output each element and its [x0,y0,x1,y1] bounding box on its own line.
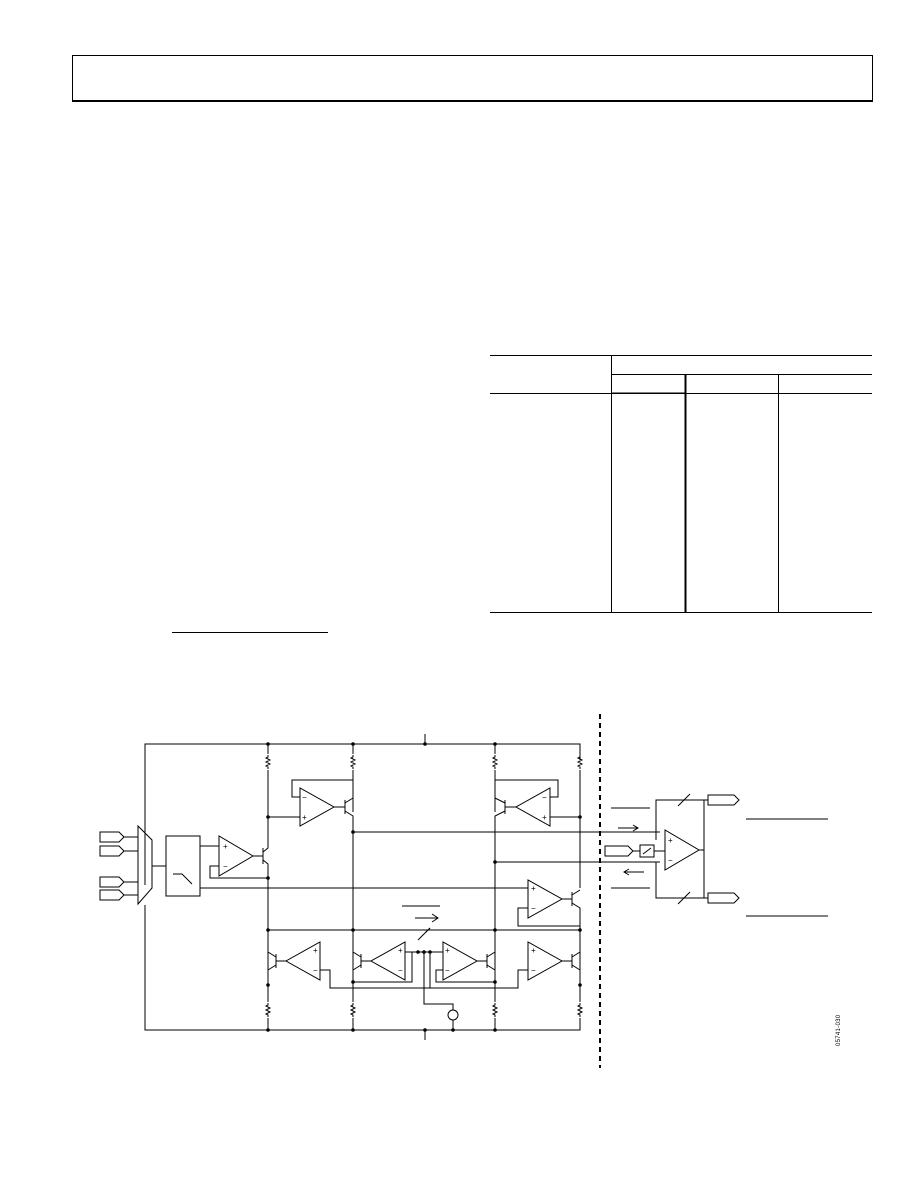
svg-text:−: − [531,966,536,975]
svg-text:−: − [313,966,318,975]
specification-table [490,355,872,613]
svg-text:−: − [445,966,450,975]
svg-text:−: − [668,856,673,865]
svg-text:−: − [223,862,228,871]
svg-text:+: + [531,946,536,955]
svg-text:+: + [313,946,318,955]
svg-text:−: − [542,793,547,802]
svg-text:+: + [531,884,536,893]
svg-text:+: + [223,842,228,851]
svg-text:+: + [398,946,403,955]
svg-text:−: − [398,966,403,975]
svg-text:−: − [531,904,536,913]
svg-text:+: + [302,813,307,822]
figure-id: 05741-030 [836,1014,842,1046]
page-header-box [72,55,873,102]
svg-text:+: + [668,836,673,845]
reference-underline [172,632,328,633]
svg-text:+: + [445,946,450,955]
svg-text:−: − [302,793,307,802]
svg-text:+: + [542,813,547,822]
